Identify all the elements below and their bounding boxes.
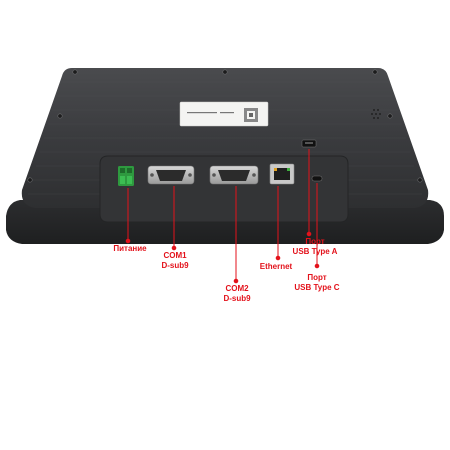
label-usb-a-line1: Порт [305, 237, 325, 246]
speaker-grille [371, 109, 381, 119]
label-usb-c-line1: Порт [307, 273, 327, 282]
callout-lines [125, 149, 320, 284]
label-com2: COM2 D-sub9 [217, 284, 257, 304]
label-com1-line2: D-sub9 [161, 261, 189, 270]
ethernet-port [269, 163, 295, 185]
usb-c-port [311, 175, 323, 182]
label-com1: COM1 D-sub9 [155, 251, 195, 271]
label-power: Питание [113, 244, 147, 253]
power-terminal [118, 166, 134, 186]
label-com2-line2: D-sub9 [223, 294, 251, 303]
label-usb-a: Порт USB Type A [288, 237, 342, 257]
label-usb-a-line2: USB Type A [292, 247, 338, 256]
label-usb-c-line2: USB Type C [294, 283, 340, 292]
label-com2-line1: COM2 [225, 284, 249, 293]
com2-connector [209, 165, 259, 185]
label-usb-c: Порт USB Type C [289, 273, 345, 293]
label-barcode [187, 108, 258, 122]
screw-holes [27, 69, 423, 211]
com1-connector [147, 165, 195, 185]
label-ethernet: Ethernet [259, 262, 293, 271]
label-com1-line1: COM1 [163, 251, 187, 260]
